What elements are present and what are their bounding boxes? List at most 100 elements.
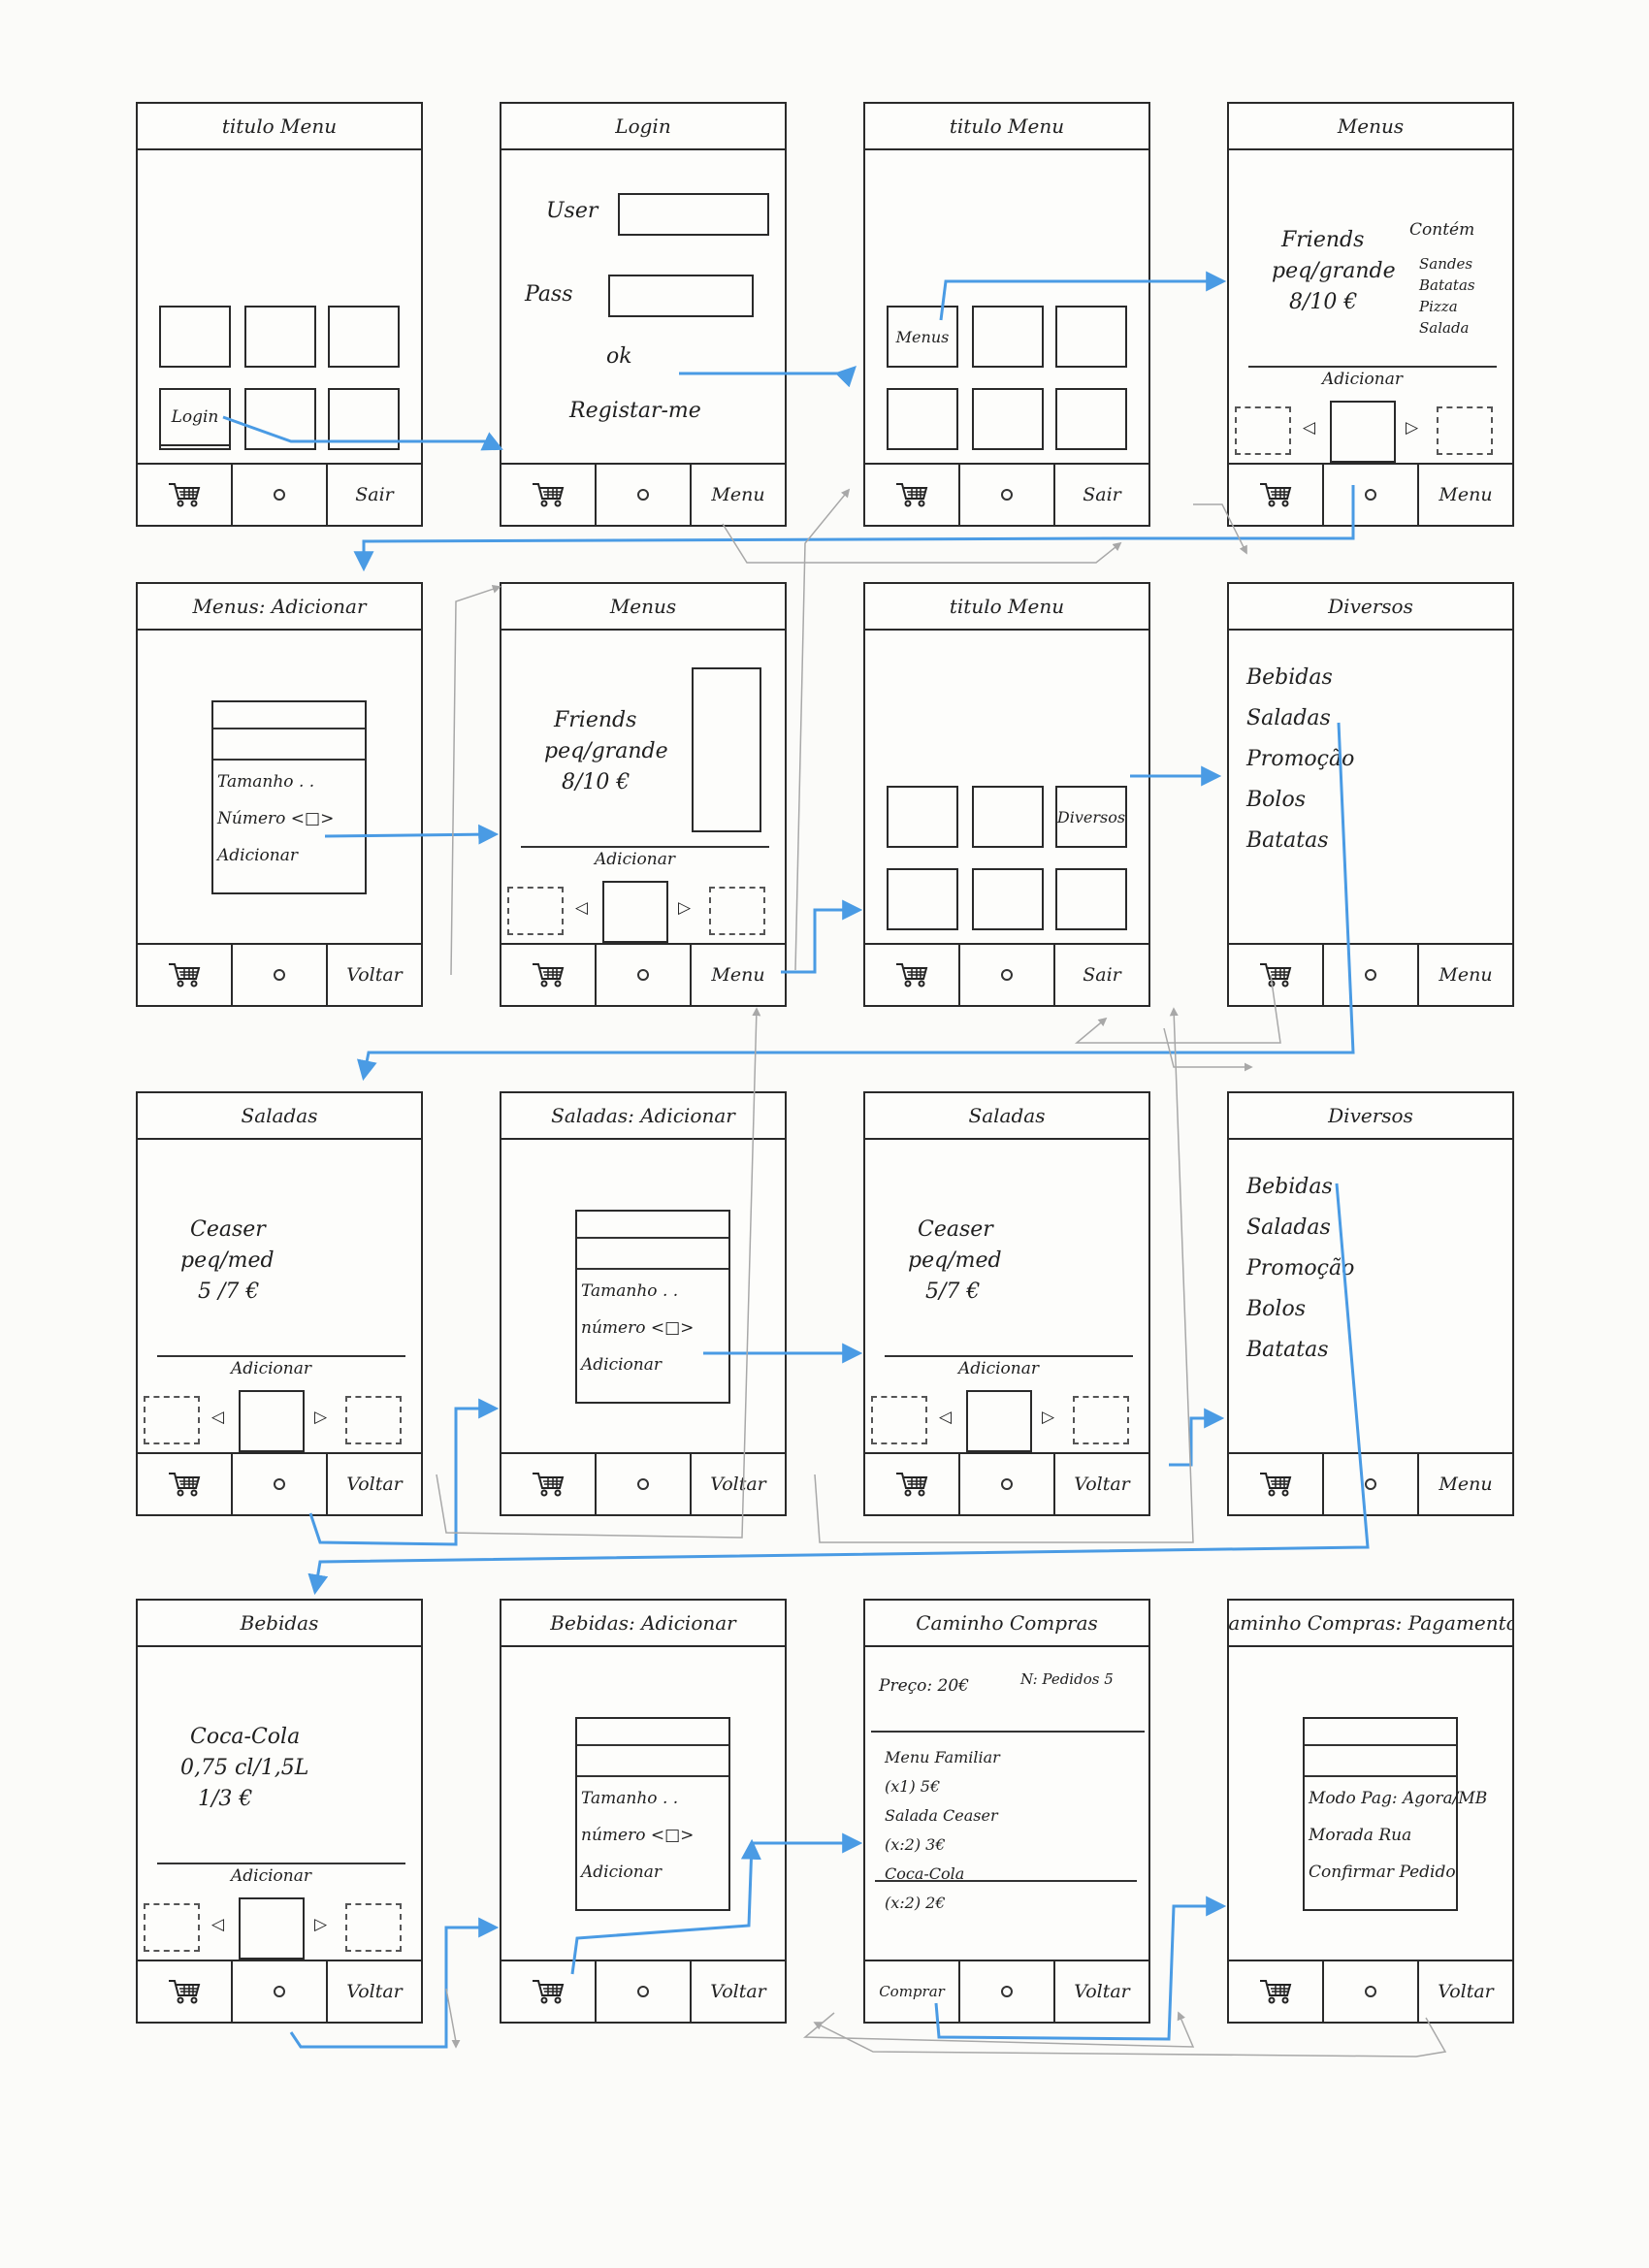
category-item[interactable]: Bebidas: [1246, 1175, 1333, 1199]
cart-button[interactable]: [138, 945, 231, 1005]
nav-right-button[interactable]: Voltar: [690, 1961, 785, 2022]
home-button[interactable]: [1322, 465, 1417, 525]
cart-button[interactable]: [865, 465, 958, 525]
home-button[interactable]: [1322, 1961, 1417, 2022]
home-button[interactable]: [958, 465, 1053, 525]
cart-button[interactable]: [1229, 1454, 1322, 1514]
register-link[interactable]: Registar-me: [569, 399, 701, 423]
carousel-right-arrow-icon[interactable]: ▷: [314, 1408, 328, 1427]
cart-button[interactable]: [501, 945, 595, 1005]
dialog-quantity-stepper[interactable]: Número <□>: [217, 809, 335, 828]
add-button[interactable]: Adicionar: [231, 1359, 311, 1378]
menu-tile[interactable]: [328, 306, 400, 368]
carousel-right-arrow-icon[interactable]: ▷: [314, 1915, 328, 1934]
add-button[interactable]: Adicionar: [231, 1866, 311, 1886]
category-item[interactable]: Saladas: [1246, 1215, 1331, 1240]
home-button[interactable]: [1322, 1454, 1417, 1514]
home-button[interactable]: [958, 1454, 1053, 1514]
carousel-left-arrow-icon[interactable]: ◁: [211, 1408, 225, 1427]
cart-button[interactable]: [501, 465, 595, 525]
nav-right-button[interactable]: Menu: [690, 465, 785, 525]
home-button[interactable]: [595, 945, 690, 1005]
menu-tile-diversos[interactable]: Diversos: [1055, 786, 1127, 848]
category-item[interactable]: Promoção: [1246, 747, 1355, 771]
menu-tile-menus[interactable]: Menus: [887, 306, 958, 368]
home-button[interactable]: [231, 945, 326, 1005]
nav-right-button[interactable]: Menu: [1417, 465, 1512, 525]
nav-right-button[interactable]: Voltar: [326, 1454, 421, 1514]
home-button[interactable]: [1322, 945, 1417, 1005]
category-item[interactable]: Bolos: [1246, 1297, 1306, 1321]
cart-button[interactable]: [138, 1454, 231, 1514]
cart-button[interactable]: [865, 1454, 958, 1514]
add-button[interactable]: Adicionar: [595, 850, 675, 869]
category-item[interactable]: Batatas: [1246, 828, 1329, 853]
dialog-quantity-stepper[interactable]: Morada Rua: [1309, 1826, 1412, 1845]
carousel-current-card[interactable]: [239, 1390, 305, 1452]
nav-right-button[interactable]: Voltar: [1053, 1961, 1148, 2022]
home-button[interactable]: [231, 1961, 326, 2022]
menu-tile[interactable]: [159, 388, 231, 450]
carousel-current-card[interactable]: [966, 1390, 1032, 1452]
cart-button[interactable]: [1229, 1961, 1322, 2022]
nav-right-button[interactable]: Menu: [1417, 945, 1512, 1005]
carousel-right-arrow-icon[interactable]: ▷: [678, 898, 692, 918]
dialog-confirm-button[interactable]: Adicionar: [581, 1355, 662, 1375]
dialog-confirm-button[interactable]: Adicionar: [217, 846, 298, 865]
carousel-current-card[interactable]: [239, 1897, 305, 1960]
ok-button[interactable]: ok: [606, 344, 632, 369]
cart-button[interactable]: Comprar: [879, 1983, 945, 2000]
menu-tile[interactable]: [972, 388, 1044, 450]
user-input[interactable]: [618, 193, 769, 236]
menu-tile[interactable]: [887, 868, 958, 930]
home-button[interactable]: [595, 1961, 690, 2022]
nav-right-button[interactable]: Menu: [1417, 1454, 1512, 1514]
nav-right-button[interactable]: Sair: [1053, 945, 1148, 1005]
menu-tile[interactable]: [1055, 388, 1127, 450]
home-button[interactable]: [958, 1961, 1053, 2022]
carousel-left-arrow-icon[interactable]: ◁: [211, 1915, 225, 1934]
menu-tile[interactable]: [887, 388, 958, 450]
home-button[interactable]: [595, 465, 690, 525]
nav-right-button[interactable]: Sair: [1053, 465, 1148, 525]
home-button[interactable]: [958, 945, 1053, 1005]
nav-right-button[interactable]: Voltar: [326, 1961, 421, 2022]
cart-button[interactable]: [865, 945, 958, 1005]
nav-right-button[interactable]: Voltar: [326, 945, 421, 1005]
carousel-current-card[interactable]: [602, 881, 668, 943]
home-button[interactable]: [231, 465, 326, 525]
menu-tile[interactable]: [244, 306, 316, 368]
home-button[interactable]: [595, 1454, 690, 1514]
menu-tile[interactable]: [244, 388, 316, 450]
home-button[interactable]: [231, 1454, 326, 1514]
cart-button[interactable]: [138, 465, 231, 525]
category-item[interactable]: Saladas: [1246, 706, 1331, 730]
carousel-right-arrow-icon[interactable]: ▷: [1042, 1408, 1055, 1427]
carousel-current-card[interactable]: [1330, 401, 1396, 463]
dialog-quantity-stepper[interactable]: número <□>: [581, 1826, 695, 1845]
add-button[interactable]: Adicionar: [1322, 370, 1403, 389]
dialog-quantity-stepper[interactable]: número <□>: [581, 1318, 695, 1338]
category-item[interactable]: Bolos: [1246, 788, 1306, 812]
nav-right-button[interactable]: Voltar: [690, 1454, 785, 1514]
dialog-confirm-button[interactable]: Confirmar Pedido: [1309, 1863, 1456, 1882]
menu-tile[interactable]: [1055, 868, 1127, 930]
carousel-left-arrow-icon[interactable]: ◁: [939, 1408, 953, 1427]
cart-button[interactable]: [1229, 945, 1322, 1005]
carousel-left-arrow-icon[interactable]: ◁: [575, 898, 589, 918]
nav-right-button[interactable]: Voltar: [1053, 1454, 1148, 1514]
dialog-confirm-button[interactable]: Adicionar: [581, 1863, 662, 1882]
menu-tile[interactable]: [887, 786, 958, 848]
add-button[interactable]: Adicionar: [958, 1359, 1039, 1378]
menu-tile[interactable]: [159, 306, 231, 368]
menu-tile[interactable]: [972, 786, 1044, 848]
cart-button[interactable]: [1229, 465, 1322, 525]
menu-tile[interactable]: [1055, 306, 1127, 368]
menu-tile[interactable]: [328, 388, 400, 450]
cart-button[interactable]: [501, 1454, 595, 1514]
category-item[interactable]: Bebidas: [1246, 665, 1333, 690]
menu-tile[interactable]: [972, 868, 1044, 930]
menu-tile[interactable]: [972, 306, 1044, 368]
carousel-left-arrow-icon[interactable]: ◁: [1303, 418, 1316, 437]
category-item[interactable]: Promoção: [1246, 1256, 1355, 1280]
